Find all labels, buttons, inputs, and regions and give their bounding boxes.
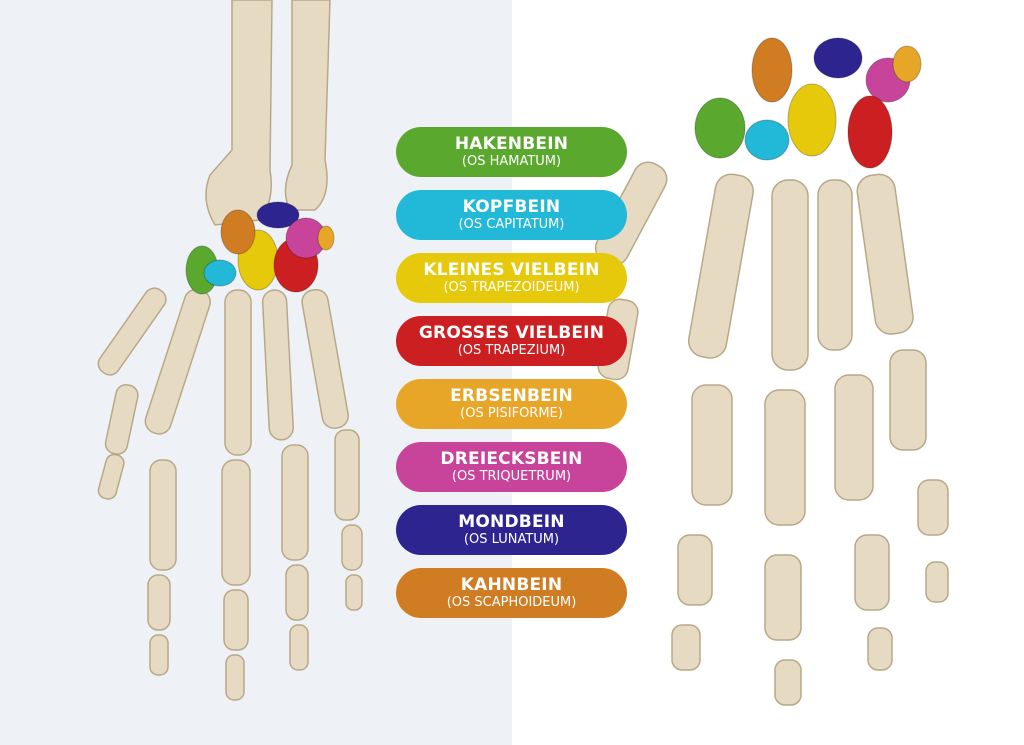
carpal-scaphoideum bbox=[220, 209, 256, 255]
bone bbox=[854, 534, 890, 611]
bone bbox=[345, 574, 363, 611]
carpal-lunatum bbox=[813, 37, 863, 79]
bone-latin-name: (OS TRAPEZIUM) bbox=[457, 342, 566, 358]
carpal-lunatum bbox=[256, 201, 300, 229]
bone bbox=[147, 574, 171, 631]
bone-name: KLEINES VIELBEIN bbox=[423, 259, 600, 280]
carpal-scaphoideum bbox=[751, 37, 793, 103]
bone bbox=[677, 534, 713, 606]
metacarpal bbox=[301, 288, 349, 429]
bone-latin-name: (OS LUNATUM) bbox=[463, 531, 560, 547]
bone bbox=[149, 634, 169, 676]
carpal-pisiforme bbox=[317, 225, 335, 251]
bone-name: HAKENBEIN bbox=[454, 133, 569, 154]
bone bbox=[867, 627, 893, 671]
bone bbox=[225, 654, 245, 701]
carpal-hamatum bbox=[694, 97, 746, 159]
bone-name: KOPFBEIN bbox=[462, 196, 561, 217]
bone-name: DREIECKSBEIN bbox=[440, 448, 583, 469]
bone bbox=[889, 349, 927, 451]
label-trapezoideum: KLEINES VIELBEIN(OS TRAPEZOIDEUM) bbox=[396, 253, 627, 303]
bone bbox=[221, 459, 251, 586]
bone bbox=[149, 459, 177, 571]
label-scaphoideum: KAHNBEIN(OS SCAPHOIDEUM) bbox=[396, 568, 627, 618]
bone-latin-name: (OS SCAPHOIDEUM) bbox=[446, 594, 577, 610]
bone bbox=[341, 524, 363, 571]
label-triquetrum: DREIECKSBEIN(OS TRIQUETRUM) bbox=[396, 442, 627, 492]
label-pisiforme: ERBSENBEIN(OS PISIFORME) bbox=[396, 379, 627, 429]
radius-bone bbox=[205, 0, 273, 226]
bone bbox=[285, 564, 309, 621]
bone-name: GROSSES VIELBEIN bbox=[418, 322, 605, 343]
bone bbox=[334, 429, 360, 521]
bone-latin-name: (OS TRAPEZOIDEUM) bbox=[443, 279, 580, 295]
bone bbox=[856, 173, 914, 335]
bone bbox=[97, 453, 125, 500]
bone bbox=[289, 624, 309, 671]
bone-name: MONDBEIN bbox=[458, 511, 565, 532]
carpal-capitatum bbox=[203, 259, 237, 287]
bone bbox=[281, 444, 309, 561]
label-capitatum: KOPFBEIN(OS CAPITATUM) bbox=[396, 190, 627, 240]
label-hamatum: HAKENBEIN(OS HAMATUM) bbox=[396, 127, 627, 177]
bone bbox=[834, 374, 874, 501]
metacarpal bbox=[261, 289, 294, 441]
bone bbox=[691, 384, 733, 506]
bone bbox=[817, 179, 853, 351]
bone bbox=[223, 589, 249, 651]
label-lunatum: MONDBEIN(OS LUNATUM) bbox=[396, 505, 627, 555]
ulna-bone bbox=[284, 0, 331, 211]
bone-latin-name: (OS CAPITATUM) bbox=[458, 216, 565, 232]
bone bbox=[687, 173, 754, 359]
bone bbox=[774, 659, 802, 706]
bone bbox=[917, 479, 949, 536]
metacarpal bbox=[97, 287, 167, 376]
bone bbox=[104, 384, 139, 455]
carpal-trapezium bbox=[847, 95, 893, 169]
metacarpal bbox=[224, 289, 252, 456]
bone-latin-name: (OS PISIFORME) bbox=[460, 405, 563, 421]
bone bbox=[771, 179, 809, 371]
bone bbox=[764, 389, 806, 526]
bone-name: KAHNBEIN bbox=[460, 574, 563, 595]
bone-name: ERBSENBEIN bbox=[450, 385, 573, 406]
bone bbox=[764, 554, 802, 641]
bone-latin-name: (OS HAMATUM) bbox=[461, 153, 562, 169]
carpal-trapezoideum bbox=[787, 83, 837, 157]
bone bbox=[671, 624, 701, 671]
bone-latin-name: (OS TRIQUETRUM) bbox=[451, 468, 572, 484]
bone bbox=[925, 561, 949, 603]
carpal-pisiforme bbox=[892, 45, 922, 83]
label-trapezium: GROSSES VIELBEIN(OS TRAPEZIUM) bbox=[396, 316, 627, 366]
carpal-capitatum bbox=[744, 119, 790, 161]
